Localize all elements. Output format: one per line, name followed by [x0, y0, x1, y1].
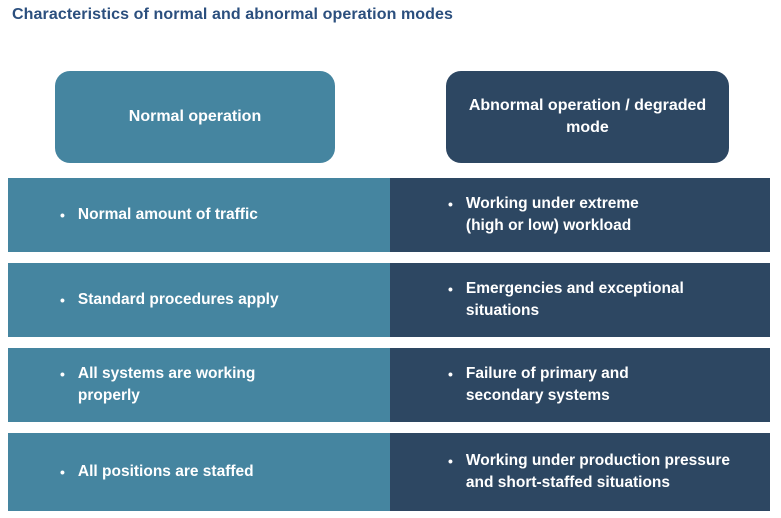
bullet-item: • All positions are staffed: [60, 461, 254, 483]
cell-system-failure: • Failure of primary and secondary syste…: [390, 348, 770, 422]
cell-text: Standard procedures apply: [77, 291, 279, 308]
cell-text: Normal amount of traffic: [77, 206, 258, 223]
cell-text: Failure of primary and secondary systems: [465, 365, 629, 404]
bullet-icon: •: [60, 207, 65, 223]
bullet-item: • Standard procedures apply: [60, 289, 279, 311]
column-header-abnormal-label: Abnormal operation / degraded mode: [468, 97, 707, 136]
cell-text: Working under extreme (high or low) work…: [465, 195, 639, 234]
table-row: • Normal amount of traffic • Working und…: [8, 178, 770, 252]
cell-production-pressure: • Working under production pressure and …: [390, 433, 770, 511]
page-title: Characteristics of normal and abnormal o…: [12, 6, 454, 23]
bullet-icon: •: [60, 366, 65, 382]
cell-text: Emergencies and exceptional situations: [465, 280, 684, 319]
cell-standard-procedures: • Standard procedures apply: [8, 263, 390, 337]
bullet-icon: •: [60, 292, 65, 308]
cell-systems-working: • All systems are working properly: [8, 348, 390, 422]
cell-text: Working under production pressure and sh…: [465, 452, 731, 491]
cell-extreme-workload: • Working under extreme (high or low) wo…: [390, 178, 770, 252]
bullet-item: • All systems are working properly: [60, 363, 255, 407]
bullet-icon: •: [448, 281, 453, 297]
bullet-item: • Working under production pressure and …: [448, 450, 730, 494]
bullet-item: • Emergencies and exceptional situations: [448, 278, 684, 322]
bullet-icon: •: [448, 453, 453, 469]
column-header-abnormal-operation: Abnormal operation / degraded mode: [446, 71, 729, 163]
column-header-normal-label: Normal operation: [128, 108, 262, 125]
bullet-item: • Normal amount of traffic: [60, 204, 258, 226]
column-header-normal-operation: Normal operation: [55, 71, 335, 163]
bullet-icon: •: [60, 464, 65, 480]
cell-text: All positions are staffed: [77, 463, 254, 480]
cell-normal-traffic: • Normal amount of traffic: [8, 178, 390, 252]
bullet-item: • Failure of primary and secondary syste…: [448, 363, 629, 407]
bullet-item: • Working under extreme (high or low) wo…: [448, 193, 639, 237]
table-row: • Standard procedures apply • Emergencie…: [8, 263, 770, 337]
table-row: • All positions are staffed • Working un…: [8, 433, 770, 511]
cell-text: All systems are working properly: [77, 365, 256, 404]
bullet-icon: •: [448, 196, 453, 212]
cell-emergencies: • Emergencies and exceptional situations: [390, 263, 770, 337]
table-row: • All systems are working properly • Fai…: [8, 348, 770, 422]
cell-positions-staffed: • All positions are staffed: [8, 433, 390, 511]
bullet-icon: •: [448, 366, 453, 382]
